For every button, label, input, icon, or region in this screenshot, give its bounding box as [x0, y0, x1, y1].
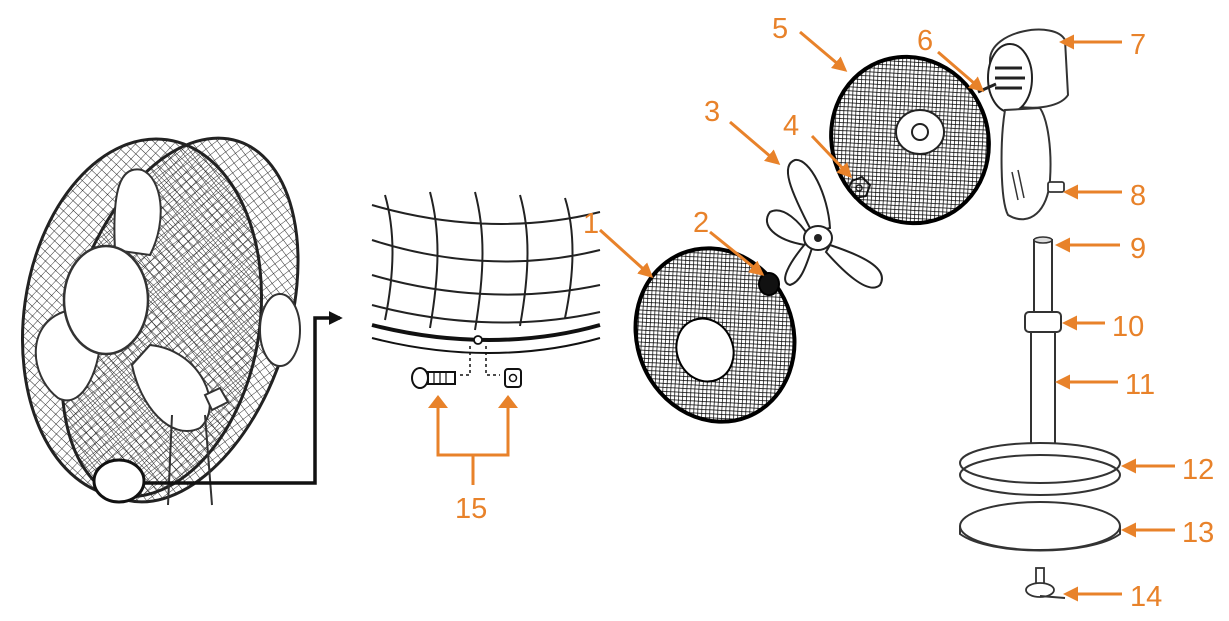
- callout-15-arrowhead-left: [428, 395, 448, 408]
- fan-clip: [203, 386, 230, 412]
- callout-label-1: 1: [583, 208, 599, 240]
- callout-arrow-2: [709, 230, 765, 276]
- fan-pole-left: [167, 414, 173, 506]
- guard-clip-detail: [371, 191, 601, 485]
- callout-label-11: 11: [1125, 369, 1155, 401]
- part-front-grille: [633, 246, 797, 424]
- fan-blade-lower: [130, 343, 211, 432]
- nut-icon: [504, 368, 522, 388]
- part-height-collar: [1024, 311, 1062, 333]
- callout-arrow-4: [810, 134, 853, 179]
- callout-label-4: 4: [783, 110, 799, 142]
- detail-highlight-circle: [92, 458, 146, 504]
- callout-label-14: 14: [1130, 581, 1162, 613]
- callout-label-9: 9: [1130, 233, 1146, 265]
- part-rear-grille: [829, 54, 991, 226]
- callout-arrow-1: [598, 228, 654, 279]
- detail-dash-guides: [460, 346, 500, 376]
- part-base-plate: [959, 501, 1121, 552]
- detail-pointer-arrow: [144, 311, 343, 485]
- detail-screw-hole: [473, 335, 483, 345]
- callout-label-8: 8: [1130, 180, 1146, 212]
- assembled-fan: [20, 136, 343, 506]
- detail-rim-inner: [371, 337, 601, 354]
- screw-icon: [411, 367, 456, 389]
- callout-15-arrowhead-right: [498, 395, 518, 408]
- part-fan-blade: [765, 159, 883, 289]
- callout-label-15: 15: [455, 493, 487, 525]
- callout-label-2: 2: [693, 207, 709, 239]
- callout-label-13: 13: [1182, 517, 1214, 549]
- detail-rim: [371, 323, 601, 342]
- fan-motor-rear: [259, 293, 301, 367]
- part-tilt-knob: [1047, 181, 1065, 193]
- callout-15-bracket: [436, 402, 510, 485]
- part-spinner-cap: [758, 272, 780, 296]
- part-upper-pole: [1033, 236, 1053, 319]
- callout-label-10: 10: [1112, 311, 1144, 343]
- callout-labels: 1 2 3 4 5 6 7 8 9 10 11 12 13 14 15: [455, 13, 1214, 613]
- callout-label-12: 12: [1182, 454, 1214, 486]
- callout-arrow-6: [937, 50, 985, 92]
- callout-arrow-3: [729, 120, 781, 165]
- part-base-bolt: [1025, 567, 1066, 599]
- fan-blade-upper: [113, 168, 162, 257]
- detail-grid: [371, 191, 601, 331]
- fan-pole-right: [204, 414, 213, 506]
- callout-arrows: [598, 30, 1175, 602]
- part-motor-housing: [987, 28, 1070, 221]
- callout-label-6: 6: [917, 25, 933, 57]
- callout-label-7: 7: [1130, 29, 1146, 61]
- callout-arrow-5: [799, 30, 848, 72]
- callout-label-3: 3: [704, 96, 720, 128]
- part-base-cover: [959, 442, 1121, 496]
- fan-hub: [62, 244, 150, 356]
- callout-label-5: 5: [772, 13, 788, 45]
